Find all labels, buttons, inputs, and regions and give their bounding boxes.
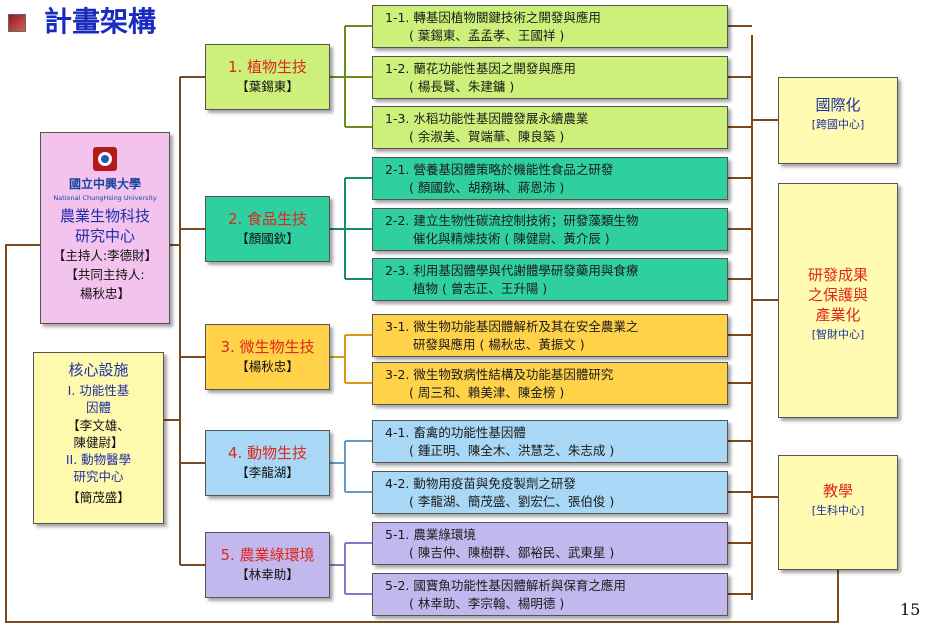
core-item1-line1: I. 功能性基 [67, 383, 130, 398]
project-title: 3-2. 微生物致病性結構及功能基因體研究 [385, 367, 614, 382]
outcome-education-box: 教學 [生科中心] [778, 455, 898, 570]
outcome-title: 教學 [822, 482, 853, 500]
project-box-3-1: 3-1. 微生物功能基因體解析及其在安全農業之研發與應用 ( 楊秋忠、黃振文 ) [372, 314, 728, 357]
category-num: 5. [220, 546, 235, 564]
category-num: 4. [227, 444, 243, 462]
project-people: 植物 ( 曾志正、王升陽 ) [413, 281, 548, 296]
university-logo-icon [93, 147, 117, 171]
project-box-1-1: 1-1. 轉基因植物關鍵技術之開發與應用 ( 葉錫東、孟孟孝、王國祥 ) [372, 5, 728, 48]
project-box-1-2: 1-2. 蘭花功能性基因之開發與應用 ( 楊長賢、朱建鏞 ) [372, 56, 728, 99]
project-people: 催化與精煉技術 ( 陳健尉、黃介辰 ) [413, 231, 610, 246]
category-name: 植物生技 [247, 58, 308, 76]
project-box-5-2: 5-2. 國寶魚功能性基因體解析與保育之應用 ( 林幸助、李宗翰、楊明德 ) [372, 573, 728, 616]
center-name-line1: 農業生物科技 [59, 207, 150, 225]
project-title: 2-3. 利用基因體學與代謝體學研發藥用與食療 [385, 263, 639, 278]
project-title: 1-2. 蘭花功能性基因之開發與應用 [385, 61, 576, 76]
core-item1-people2: 陳健尉】 [73, 435, 124, 450]
category-pi: 【楊秋忠】 [236, 359, 299, 374]
center-pi: 【主持人:李德財】 [52, 248, 158, 263]
project-box-4-2: 4-2. 動物用疫苗與免疫製劑之研發 ( 李龍湖、簡茂盛、劉宏仁、張伯俊 ) [372, 471, 728, 514]
spine-left [5, 244, 839, 623]
project-title: 1-3. 水稻功能性基因體發展永續農業 [385, 111, 589, 126]
project-box-2-3: 2-3. 利用基因體學與代謝體學研發藥用與食療植物 ( 曾志正、王升陽 ) [372, 258, 728, 301]
category-name: 微生物生技 [239, 338, 315, 356]
logo-name: 國立中興大學 [68, 177, 141, 191]
center-copi-line2: 楊秋忠】 [79, 286, 130, 301]
outcome-sub: [生科中心] [811, 504, 865, 517]
center-copi-line1: 【共同主持人: [65, 267, 145, 282]
project-people: ( 顏國欽、胡務琳、蔣恩沛 ) [409, 180, 565, 195]
project-box-4-1: 4-1. 畜禽的功能性基因體 ( 鍾正明、陳全木、洪慧芝、朱志成 ) [372, 420, 728, 463]
project-people: ( 周三和、賴美津、陳金榜 ) [409, 385, 565, 400]
core-title: 核心設施 [68, 361, 129, 379]
project-title: 2-2. 建立生物性碳流控制技術；研發藻類生物 [385, 213, 639, 228]
category-food-box: 2. 食品生技 【顏國欽】 [205, 196, 330, 262]
project-box-2-1: 2-1. 營養基因體策略於機能性食品之研發 ( 顏國欽、胡務琳、蔣恩沛 ) [372, 157, 728, 200]
outcome-title-line1: 研發成果 [807, 266, 868, 284]
category-pi: 【林幸助】 [236, 567, 299, 582]
category-num: 2. [227, 210, 243, 228]
title-bullet-icon [8, 14, 26, 32]
page-number: 15 [900, 600, 921, 619]
project-people: ( 鍾正明、陳全木、洪慧芝、朱志成 ) [409, 443, 615, 458]
category-num: 3. [220, 338, 235, 356]
outcome-title: 國際化 [815, 96, 861, 114]
logo-english: National ChungHsing University [53, 194, 157, 202]
outcome-ip-box: 研發成果 之保護與 產業化 [智財中心] [778, 183, 898, 418]
outcome-sub: [跨國中心] [811, 118, 865, 131]
core-facilities-box: 核心設施 I. 功能性基 因體 【李文雄、 陳健尉】 II. 動物醫學 研究中心… [33, 352, 164, 524]
project-title: 4-1. 畜禽的功能性基因體 [385, 425, 526, 440]
category-num: 1. [227, 58, 243, 76]
project-box-3-2: 3-2. 微生物致病性結構及功能基因體研究 ( 周三和、賴美津、陳金榜 ) [372, 362, 728, 405]
project-people: ( 葉錫東、孟孟孝、王國祥 ) [409, 28, 565, 43]
category-green-env-box: 5. 農業綠環境 【林幸助】 [205, 532, 330, 598]
project-people: ( 李龍湖、簡茂盛、劉宏仁、張伯俊 ) [409, 494, 615, 509]
outcome-title-line2: 之保護與 [807, 286, 868, 304]
project-people: ( 陳吉仲、陳樹群、鄒裕民、武東星 ) [409, 545, 615, 560]
category-microbe-box: 3. 微生物生技 【楊秋忠】 [205, 324, 330, 390]
category-name: 農業綠環境 [239, 546, 315, 564]
center-name-line2: 研究中心 [74, 227, 135, 245]
project-people: 研發與應用 ( 楊秋忠、黃振文 ) [413, 337, 585, 352]
category-pi: 【李龍湖】 [236, 465, 299, 480]
core-item1-people1: 【李文雄、 [67, 418, 130, 433]
outcome-sub: [智財中心] [811, 328, 865, 341]
project-title: 5-2. 國寶魚功能性基因體解析與保育之應用 [385, 578, 626, 593]
project-box-1-3: 1-3. 水稻功能性基因體發展永續農業 ( 余淑美、賀端華、陳良築 ) [372, 106, 728, 149]
outcome-international-box: 國際化 [跨國中心] [778, 77, 898, 164]
core-item2-line2: 研究中心 [73, 469, 124, 484]
project-title: 2-1. 營養基因體策略於機能性食品之研發 [385, 162, 614, 177]
project-title: 3-1. 微生物功能基因體解析及其在安全農業之 [385, 319, 639, 334]
category-pi: 【葉錫東】 [236, 79, 299, 94]
center-box: 國立中興大學 National ChungHsing University 農業… [40, 132, 170, 324]
category-animal-box: 4. 動物生技 【李龍湖】 [205, 430, 330, 496]
core-item2-people: 【簡茂盛】 [67, 490, 130, 505]
project-box-5-1: 5-1. 農業綠環境 ( 陳吉仲、陳樹群、鄒裕民、武東星 ) [372, 522, 728, 565]
project-people: ( 楊長賢、朱建鏞 ) [409, 79, 515, 94]
project-title: 5-1. 農業綠環境 [385, 527, 476, 542]
project-title: 4-2. 動物用疫苗與免疫製劑之研發 [385, 476, 576, 491]
category-name: 動物生技 [247, 444, 308, 462]
project-box-2-2: 2-2. 建立生物性碳流控制技術；研發藻類生物催化與精煉技術 ( 陳健尉、黃介辰… [372, 208, 728, 251]
core-item2-line1: II. 動物醫學 [65, 452, 132, 467]
outcome-title-line3: 產業化 [815, 306, 861, 324]
project-people: ( 林幸助、李宗翰、楊明德 ) [409, 596, 565, 611]
core-item1-line2: 因體 [85, 400, 111, 415]
category-plant-box: 1. 植物生技 【葉錫東】 [205, 44, 330, 110]
page-title: 計畫架構 [44, 5, 157, 38]
project-title: 1-1. 轉基因植物關鍵技術之開發與應用 [385, 10, 601, 25]
project-people: ( 余淑美、賀端華、陳良築 ) [409, 129, 565, 144]
category-name: 食品生技 [247, 210, 308, 228]
category-pi: 【顏國欽】 [236, 231, 299, 246]
